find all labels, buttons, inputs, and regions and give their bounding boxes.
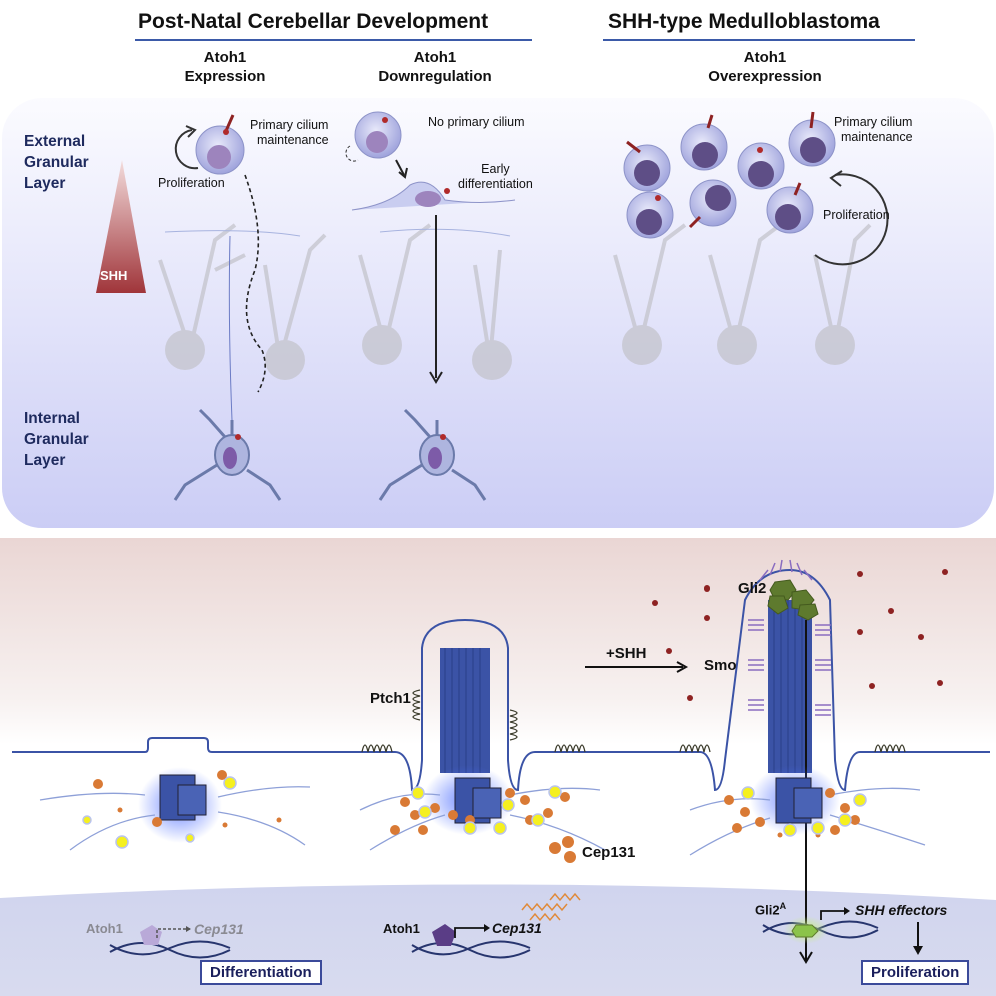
top-panel <box>2 98 994 528</box>
col1-cilium-label: Primary cilium maintenance <box>250 118 329 148</box>
cilium-axoneme-1 <box>440 648 490 773</box>
plasma-membrane <box>12 568 990 792</box>
cep131-mrna <box>521 892 581 922</box>
cep131-label: Cep131 <box>582 844 636 861</box>
ptch1-receptors <box>361 689 906 753</box>
col2-heading-line2: Downregulation <box>378 68 492 85</box>
granule-precursor-cell-1 <box>195 114 245 175</box>
granule-neuron-2 <box>378 408 487 501</box>
tumor-cells <box>623 111 836 239</box>
col1-heading: Atoh1 Expression <box>165 48 285 86</box>
col3-cilium-line2: maintenance <box>841 130 913 144</box>
shh-effectors-arrow <box>820 910 848 920</box>
shh-gradient-triangle <box>96 160 146 293</box>
col3-proliferation-label: Proliferation <box>823 208 890 222</box>
col2-heading-line1: Atoh1 <box>413 49 457 66</box>
igl-line1: Internal <box>24 410 80 427</box>
yellow-granules <box>82 776 867 849</box>
left-cep131-gene: Cep131 <box>194 921 244 937</box>
col2-no-cilium-label: No primary cilium <box>428 115 525 129</box>
mid-cep131-gene: Cep131 <box>492 920 542 936</box>
smo-receptors <box>748 559 831 716</box>
col1-proliferation-label: Proliferation <box>158 176 225 190</box>
col1-heading-line1: Atoh1 <box>203 49 247 66</box>
proliferation-box: Proliferation <box>861 960 970 985</box>
parallel-fiber <box>379 228 511 237</box>
gli2-proteins <box>767 579 819 621</box>
egl-line2: Granular <box>24 154 89 171</box>
cep131-arrow <box>454 927 488 938</box>
centrosome-3 <box>750 765 840 835</box>
col1-cilium-line1: Primary cilium <box>250 118 329 132</box>
shh-effectors-label: SHH effectors <box>855 902 948 918</box>
gli2a-superscript: A <box>779 901 787 911</box>
title-medulloblastoma: SHH-type Medulloblastoma <box>608 10 880 33</box>
migration-path-dashed <box>244 174 266 393</box>
centrosome-2 <box>423 765 513 835</box>
gli2a-label-text: Gli2 <box>755 902 780 918</box>
col3-cilium-line1: Primary cilium <box>834 115 913 129</box>
external-granular-layer-label: External Granular Layer <box>24 131 89 194</box>
gli2-label: Gli2 <box>738 580 767 597</box>
granule-precursor-cell-2 <box>354 111 402 159</box>
differentiation-box: Differentiation <box>200 960 322 985</box>
purkinje-cells <box>158 223 872 380</box>
microtubules <box>39 786 926 856</box>
col2-differentiation-label: Early differentiation <box>458 162 533 192</box>
gli2-activator <box>791 924 819 938</box>
egl-line1: External <box>24 133 86 150</box>
shh-ligands <box>652 569 948 701</box>
gli2a-label: Gli2A <box>755 901 786 917</box>
shh-arrow-label: +SHH <box>606 645 647 662</box>
igl-line3: Layer <box>24 452 66 469</box>
granule-neuron-1 <box>173 408 282 501</box>
title-post-natal: Post-Natal Cerebellar Development <box>138 10 489 33</box>
col1-cilium-line2: maintenance <box>257 133 329 147</box>
proliferation-cycle-arrow-1 <box>174 129 199 170</box>
left-atoh1-label: Atoh1 <box>86 921 123 936</box>
centrosome-1 <box>138 767 222 843</box>
igl-line2: Granular <box>24 431 89 448</box>
internal-granular-layer-label: Internal Granular Layer <box>24 408 89 471</box>
col3-heading: Atoh1 Overexpression <box>695 48 835 86</box>
cilium-axoneme-2 <box>768 600 812 773</box>
smo-label: Smo <box>704 657 737 674</box>
atoh1-pentagon <box>432 924 456 946</box>
differentiation-arrow <box>395 159 405 176</box>
cep131-granules <box>93 770 860 863</box>
proliferation-cycle-arrow-dashed <box>345 145 359 162</box>
col3-heading-line1: Atoh1 <box>743 49 787 66</box>
egl-line3: Layer <box>24 175 66 192</box>
ptch1-label: Ptch1 <box>370 690 411 707</box>
parallel-fiber <box>164 230 301 237</box>
col3-heading-line2: Overexpression <box>708 68 822 85</box>
col2-heading: Atoh1 Downregulation <box>365 48 505 86</box>
cep131-dashed-arrow <box>156 928 190 938</box>
col2-diff-line2: differentiation <box>458 177 533 191</box>
proliferation-cycle-arrow-3 <box>814 173 889 266</box>
col2-diff-line1: Early <box>481 162 510 176</box>
shh-gradient-label: SHH <box>100 268 128 283</box>
mid-atoh1-label: Atoh1 <box>383 921 420 936</box>
col3-cilium-label: Primary cilium maintenance <box>834 115 913 145</box>
col1-heading-line2: Expression <box>184 68 266 85</box>
